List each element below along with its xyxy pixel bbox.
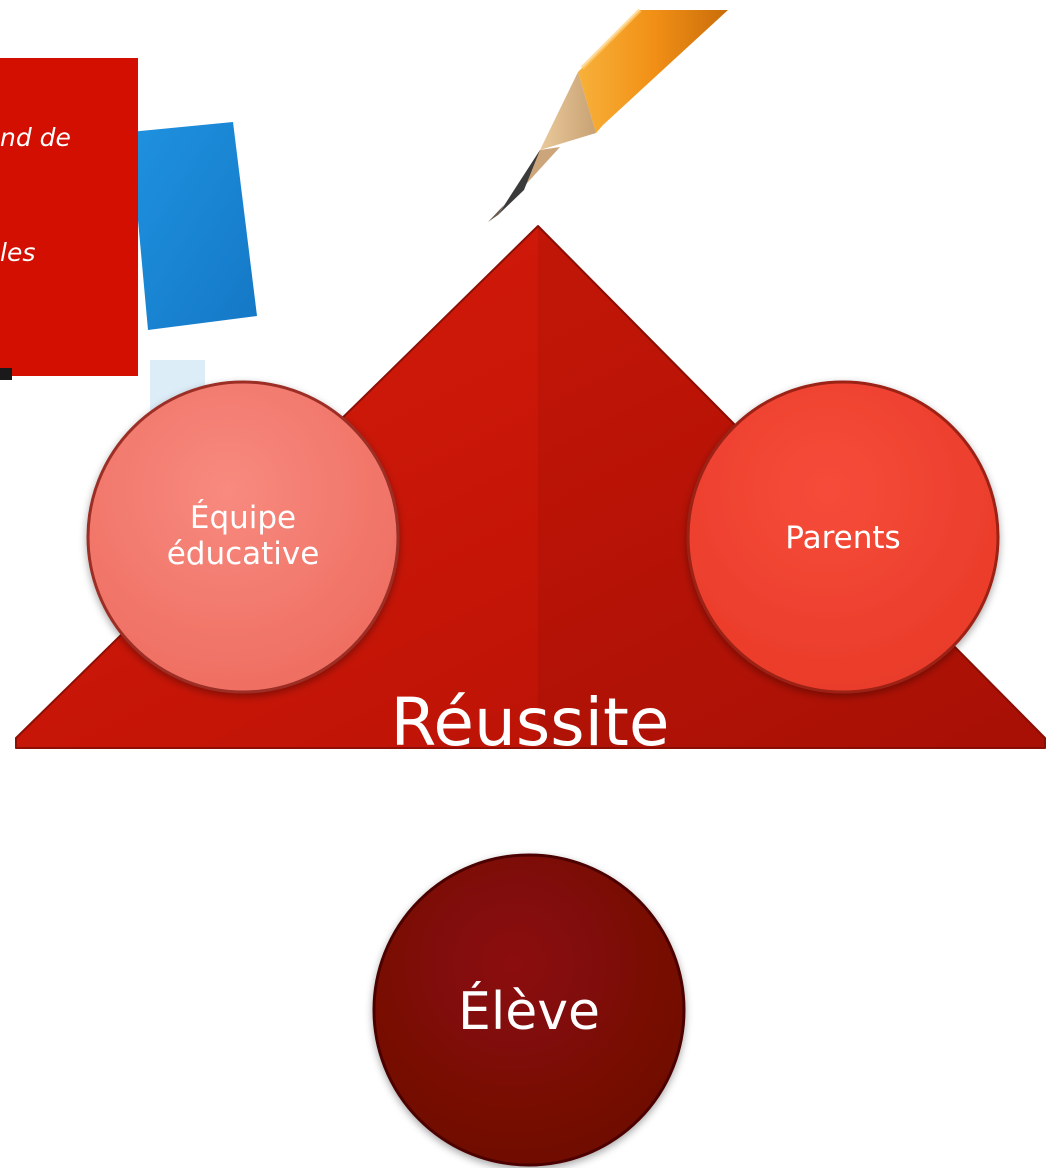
student-circle [372, 853, 686, 1167]
note-red-card [0, 58, 138, 376]
student-label: Élève [457, 982, 601, 1043]
parents-label: Parents [785, 520, 901, 557]
note-text-line2: les [0, 238, 36, 267]
team-circle [86, 380, 400, 694]
pencil-icon [488, 8, 728, 222]
team-label-line2: éducative [166, 536, 320, 572]
note-group [0, 58, 257, 410]
note-corner [0, 368, 12, 380]
team-label-line1: Équipe [189, 500, 297, 537]
center-label: Réussite [390, 684, 670, 761]
note-blue-card [130, 122, 257, 330]
note-text-line1: nd de [0, 123, 71, 152]
parents-circle [686, 380, 1000, 694]
team-label: Équipe éducative [128, 490, 358, 584]
